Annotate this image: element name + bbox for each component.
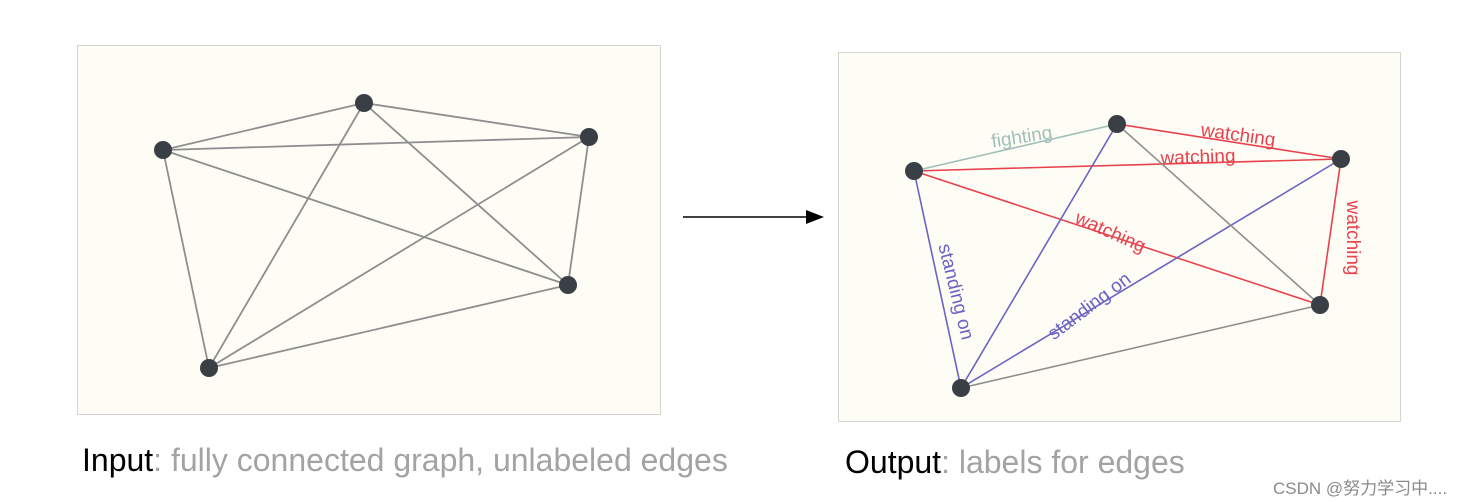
output-graph-panel [838, 52, 1401, 422]
output-caption: Output: labels for edges [845, 444, 1185, 481]
output-node-E [952, 379, 970, 397]
input-edge-AE [162, 149, 210, 369]
output-edge-BE [960, 123, 1118, 389]
input-node-A [154, 141, 172, 159]
output-edge-AE [913, 170, 962, 389]
input-edge-AD [162, 149, 569, 286]
watermark: CSDN @努力学习中.... [1273, 479, 1448, 498]
edge-label-standing-on: standing on [1044, 269, 1135, 345]
output-caption-key: Output [845, 444, 942, 480]
output-node-B [1108, 115, 1126, 133]
input-edge-AC [162, 136, 590, 151]
input-caption: Input: fully connected graph, unlabeled … [82, 442, 728, 479]
output-edge-CE [960, 158, 1342, 389]
input-edge-CD [567, 136, 590, 286]
output-edge-BC [1116, 123, 1342, 160]
input-caption-description: : fully connected graph, unlabeled edges [153, 442, 728, 478]
arrow-head [806, 210, 824, 224]
input-node-D [559, 276, 577, 294]
input-edge-DE [208, 284, 569, 369]
output-node-D [1311, 296, 1329, 314]
input-node-E [200, 359, 218, 377]
input-caption-key: Input [82, 442, 154, 478]
edge-label-watching: watching [1071, 207, 1149, 257]
input-edge-CE [208, 136, 590, 369]
output-caption-description: : labels for edges [941, 444, 1185, 480]
edge-label-watching: watching [1342, 200, 1363, 276]
output-edge-CD [1319, 158, 1342, 306]
output-edge-DE [960, 304, 1321, 389]
input-node-B [355, 94, 373, 112]
output-edge-AD [913, 170, 1321, 306]
input-edge-BD [363, 102, 569, 286]
output-node-A [905, 162, 923, 180]
output-node-C [1332, 150, 1350, 168]
output-edge-BD [1116, 123, 1321, 306]
input-edge-AB [162, 102, 365, 151]
input-node-C [580, 128, 598, 146]
input-edge-BE [208, 102, 365, 369]
edge-label-watching: watching [1159, 146, 1236, 170]
input-edge-BC [363, 102, 590, 138]
output-edge-AB [913, 123, 1118, 172]
edge-label-fighting: fighting [990, 122, 1054, 152]
output-edge-AC [913, 158, 1342, 172]
